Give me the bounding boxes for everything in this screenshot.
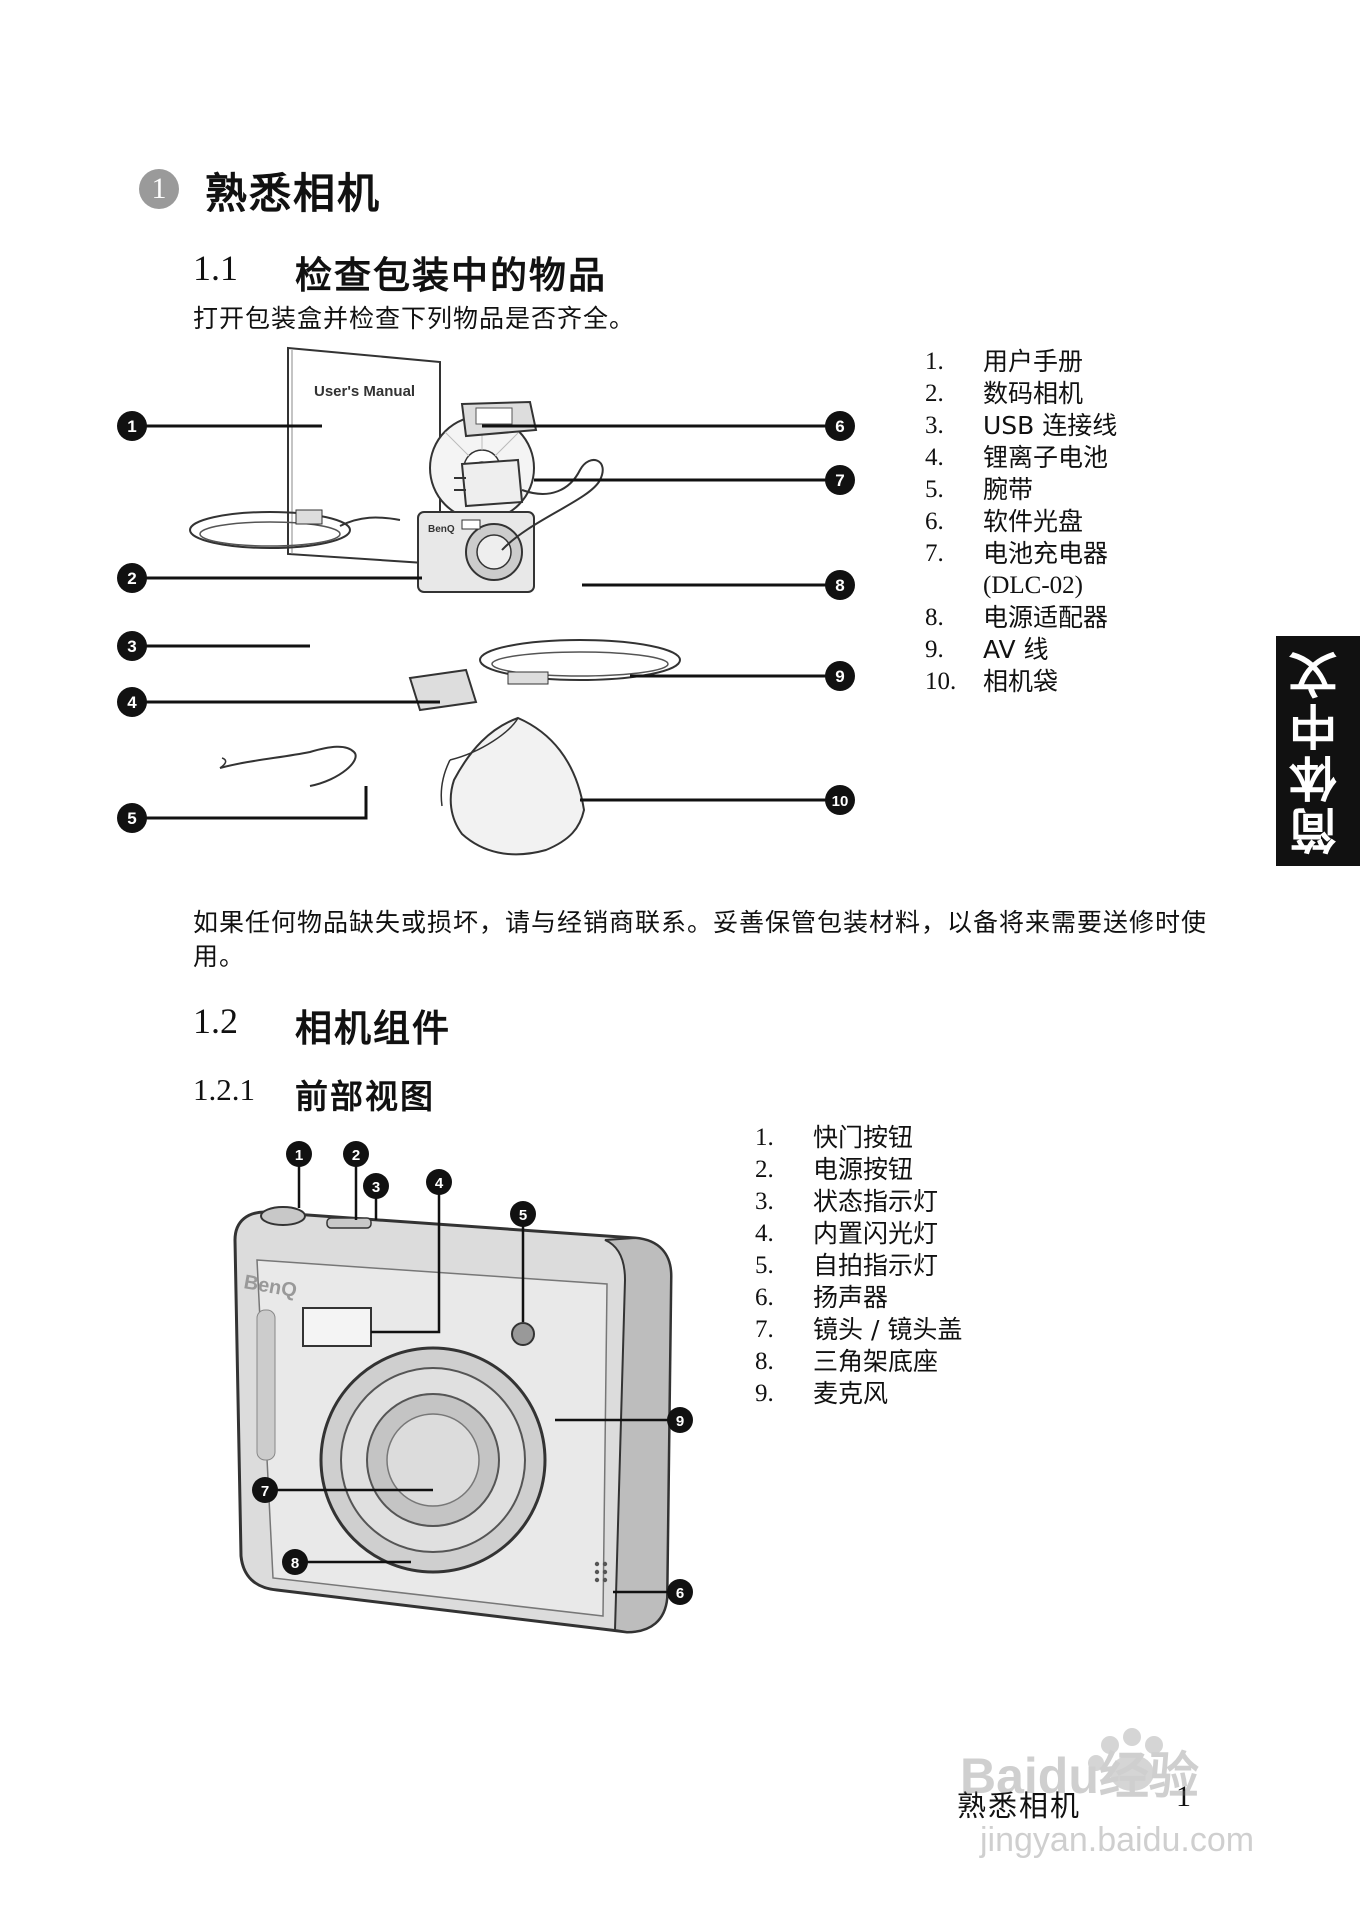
footer-page-number: 1	[1176, 1780, 1191, 1813]
self-timer-led-illustration	[511, 1322, 535, 1346]
front-view-callouts: 1 2 3 4 5 6 7 8 9	[252, 1141, 693, 1605]
camera-brand-label: BenQ	[428, 524, 455, 535]
list-item: 7.电池充电器	[925, 539, 1109, 568]
front-callout-6: 6	[676, 1585, 684, 1602]
callout-2: 2	[127, 569, 136, 588]
front-callout-7: 7	[261, 1483, 269, 1500]
list-item: 4.锂离子电池	[925, 443, 1109, 472]
callout-4: 4	[127, 693, 137, 712]
list-item: 2.数码相机	[925, 379, 1084, 408]
list-item: 1.快门按钮	[755, 1123, 914, 1152]
list-item: 8.电源适配器	[925, 603, 1109, 632]
baidu-watermark: Baidu经验 jingyan.baidu.com	[960, 1728, 1254, 1859]
chapter-title: 熟悉相机	[205, 169, 382, 218]
list-item: 6.软件光盘	[925, 507, 1084, 536]
package-items-list: 1.用户手册 2.数码相机 3.USB 连接线 4.锂离子电池 5.腕带 6.软…	[925, 346, 1117, 698]
list-item: 9.麦克风	[755, 1379, 889, 1408]
battery-charger-illustration	[460, 400, 538, 438]
section-1-1-intro: 打开包装盒并检查下列物品是否齐全。	[193, 304, 636, 333]
callout-7: 7	[835, 471, 844, 490]
list-item: 5.自拍指示灯	[755, 1251, 939, 1280]
front-callout-2: 2	[352, 1147, 360, 1164]
list-item: 5.腕带	[925, 475, 1034, 504]
digital-camera-illustration: BenQ	[417, 511, 535, 593]
section-1-1-title: 检查包装中的物品	[295, 254, 607, 297]
section-1-2-1-title: 前部视图	[295, 1077, 435, 1116]
front-view-parts-list: 1.快门按钮 2.电源按钮 3.状态指示灯 4.内置闪光灯 5.自拍指示灯 6.…	[755, 1122, 962, 1410]
watermark-brand: Baidu经验	[960, 1748, 1199, 1804]
list-item-subtext: (DLC-02)	[983, 572, 1083, 599]
list-item: 2.电源按钮	[755, 1155, 914, 1184]
section-1-1-number: 1.1	[193, 248, 238, 288]
callout-10: 10	[832, 793, 849, 810]
callout-8: 8	[835, 576, 844, 595]
section-1-2-title: 相机组件	[295, 1007, 451, 1050]
watermark-url: jingyan.baidu.com	[979, 1821, 1254, 1859]
list-item: 8.三角架底座	[755, 1347, 939, 1376]
list-item: 3.状态指示灯	[755, 1187, 939, 1216]
callout-3: 3	[127, 637, 136, 656]
callout-5: 5	[127, 809, 136, 828]
footer-chapter-title: 熟悉相机	[957, 1789, 1082, 1823]
usb-cable-illustration	[189, 509, 401, 549]
callout-6: 6	[835, 417, 844, 436]
power-adapter-illustration	[454, 458, 604, 551]
package-callouts: 1 2 3 4 5 6 7 8 9 10	[117, 411, 855, 833]
paw-logo-icon	[1088, 1728, 1163, 1791]
wrist-strap-illustration	[219, 745, 357, 787]
list-item: 9.AV 线	[925, 635, 1049, 664]
speaker-grille	[594, 1561, 608, 1583]
section-1-2-1-number: 1.2.1	[193, 1072, 255, 1107]
missing-items-note: 如果任何物品缺失或损坏，请与经销商联系。妥善保管包装材料，以备将来需要送修时使用…	[193, 908, 1208, 971]
camera-front-view-illustration: BenQ 1 2 3 4 5 6 7 8 9	[233, 1141, 693, 1634]
list-item: 7.镜头 / 镜头盖	[755, 1315, 963, 1344]
list-item: 6.扬声器	[755, 1283, 889, 1312]
camera-pouch-illustration	[440, 716, 586, 856]
list-item: 4.内置闪光灯	[755, 1219, 939, 1248]
li-ion-battery-illustration	[408, 668, 478, 712]
manual-cover-text: User's Manual	[314, 383, 415, 400]
front-callout-5: 5	[519, 1207, 527, 1224]
front-callout-3: 3	[372, 1179, 380, 1196]
list-item: 3.USB 连接线	[925, 411, 1118, 440]
callout-9: 9	[835, 667, 844, 686]
list-item: 10.相机袋	[925, 667, 1059, 696]
front-callout-4: 4	[435, 1175, 444, 1192]
language-side-tab: 简体中文	[1276, 636, 1360, 866]
package-contents-illustration: User's Manual BenQ	[117, 346, 855, 856]
list-item: 1.用户手册	[925, 347, 1084, 376]
lens-illustration	[319, 1346, 547, 1574]
section-1-2-number: 1.2	[193, 1001, 238, 1041]
front-callout-9: 9	[676, 1413, 684, 1430]
callout-1: 1	[127, 417, 136, 436]
front-callout-8: 8	[291, 1555, 299, 1572]
av-cable-illustration	[479, 639, 681, 685]
front-callout-1: 1	[295, 1147, 303, 1164]
chapter-number-badge: 1	[139, 169, 179, 209]
